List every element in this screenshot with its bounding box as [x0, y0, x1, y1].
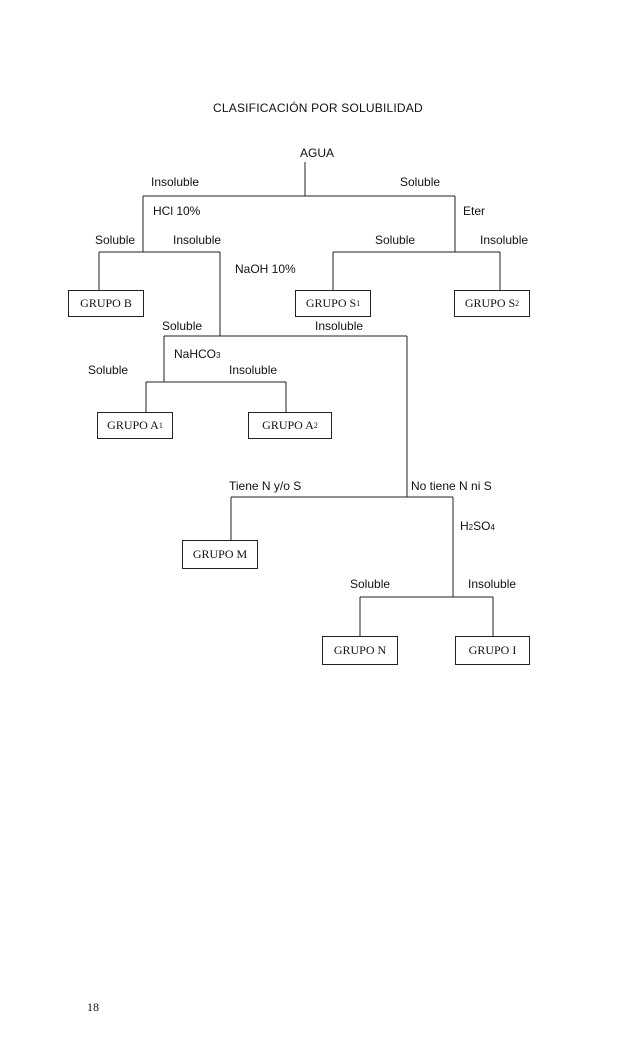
label-naoh: NaOH 10% [235, 262, 296, 276]
label-no-tiene-n-s: No tiene N ni S [411, 479, 492, 493]
label-soluble-h2so4: Soluble [350, 577, 391, 591]
label-soluble-eter: Soluble [375, 233, 416, 247]
page-title: CLASIFICACIÓN POR SOLUBILIDAD [213, 101, 423, 115]
label-insoluble-naoh: Insoluble [315, 319, 364, 333]
box-grupo-b: GRUPO B [68, 290, 144, 317]
box-grupo-n: GRUPO N [322, 636, 398, 665]
box-grupo-i: GRUPO I [455, 636, 530, 665]
label-nahco3: NaHCO3 [174, 347, 221, 361]
label-soluble-naoh: Soluble [162, 319, 203, 333]
label-h2so4: H2SO4 [460, 519, 495, 533]
label-soluble-agua: Soluble [400, 175, 441, 189]
label-eter: Eter [463, 204, 486, 218]
label-soluble-hcl: Soluble [95, 233, 136, 247]
label-insoluble-h2so4: Insoluble [468, 577, 517, 591]
box-grupo-m: GRUPO M [182, 540, 258, 569]
page-number: 18 [87, 1000, 99, 1014]
label-soluble-nahco3: Soluble [88, 363, 129, 377]
label-agua: AGUA [300, 146, 335, 160]
label-insoluble-eter: Insoluble [480, 233, 529, 247]
label-insoluble-nahco3: Insoluble [229, 363, 278, 377]
label-tiene-n-s: Tiene N y/o S [229, 479, 302, 493]
label-insoluble-agua: Insoluble [151, 175, 200, 189]
label-hcl: HCl 10% [153, 204, 201, 218]
label-insoluble-hcl: Insoluble [173, 233, 222, 247]
